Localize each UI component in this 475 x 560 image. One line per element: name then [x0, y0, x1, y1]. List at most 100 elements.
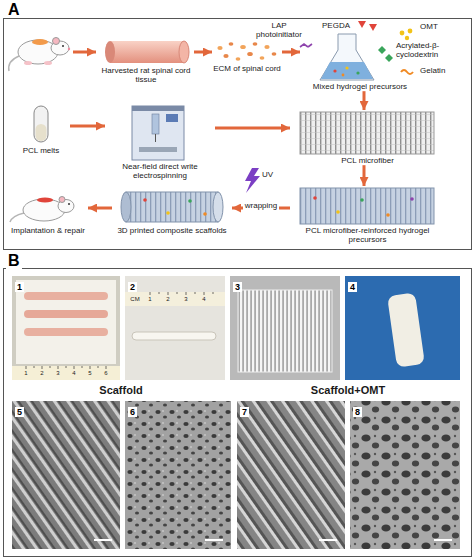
flow-arrow: [215, 127, 290, 130]
ruler-ticks: [26, 366, 106, 369]
label-holder: 1: [146, 296, 154, 303]
mix-particle: [356, 71, 359, 74]
scale-bar: [205, 539, 223, 541]
photo-frame: 3: [230, 276, 340, 380]
sem-image: [237, 401, 345, 549]
printed-mesh: [238, 290, 332, 372]
uv-bolt: [245, 168, 260, 193]
ruler-number: 3: [182, 296, 190, 303]
mix-particle: [345, 66, 348, 69]
panel-letter: A: [6, 2, 22, 18]
ecm-particle: [223, 54, 228, 58]
rat-nose: [68, 48, 70, 50]
label-holder: LAP photoinitiator: [248, 21, 310, 39]
photo-ground: [345, 276, 460, 380]
pegda-icon: [358, 21, 366, 28]
label-holder: Acrylated-β-cyclodextrin: [396, 41, 464, 59]
ecm-particle: [260, 56, 265, 60]
label-holder: Scaffold+OMT: [288, 384, 408, 397]
scaffold-sample: [132, 332, 216, 340]
edge-label: wrapping: [243, 201, 279, 211]
step-box: PCL microfiber: [290, 110, 445, 165]
reagent-label: PEGDA: [322, 21, 356, 30]
panel-number: 7: [240, 407, 249, 417]
ecm-particle: [217, 46, 222, 50]
rat-eye: [62, 45, 64, 47]
reagent-label: Gelatin: [420, 66, 456, 75]
spinal-cord-sample: [24, 292, 108, 300]
rat-ear: [53, 38, 60, 45]
label-holder: UV: [262, 170, 280, 179]
mix-particle: [333, 69, 336, 72]
photo-ground: [230, 276, 340, 380]
mix-particle: [203, 212, 207, 216]
step-caption: 3D printed composite scaffolds: [112, 226, 232, 235]
step-caption: Implantation & repair: [8, 226, 88, 235]
spinal-cord-sample: [24, 328, 108, 336]
ruler-number: CM: [127, 296, 143, 303]
spinal-site: [32, 39, 48, 45]
sem-image: [125, 401, 231, 549]
label-holder: Scaffold: [71, 384, 171, 397]
label-holder: 4: [70, 370, 78, 377]
ruler: [12, 366, 120, 380]
photo-ground: [12, 276, 120, 380]
photo-frame: 2: [125, 276, 225, 380]
flow-arrow: [282, 51, 300, 54]
mix-particle: [410, 197, 414, 201]
panel-number: 1: [15, 282, 24, 292]
sem-image: [12, 401, 120, 549]
ruler-number: 2: [38, 370, 46, 377]
label-holder: 1: [22, 370, 30, 377]
photo-frame: 5: [12, 401, 120, 549]
ruler-number: 3: [54, 370, 62, 377]
panel-number: 3: [233, 282, 242, 292]
panel-number: 4: [348, 282, 357, 292]
ruler: [125, 292, 225, 306]
ecm-particle: [272, 52, 277, 56]
label-holder: Gelatin: [420, 66, 456, 75]
label-holder: 5: [86, 370, 94, 377]
scaffold-end: [213, 192, 223, 222]
scale-bar: [434, 539, 452, 541]
ruler-number: 5: [86, 370, 94, 377]
flow-arrow: [88, 207, 112, 210]
needle: [155, 134, 156, 142]
step-caption: Near-field direct write electrospinning: [105, 162, 215, 180]
mix-particle: [336, 210, 340, 214]
step-box: Near-field direct write electrospinning: [105, 104, 215, 180]
ruler-number: 4: [70, 370, 78, 377]
flow-arrow: [194, 51, 212, 54]
ecm-particle: [240, 45, 246, 49]
flask: [320, 34, 374, 80]
step-box: PCL melts: [12, 104, 70, 155]
ecm-particle: [236, 57, 241, 61]
mix-particle: [386, 213, 390, 217]
tissue-end: [105, 41, 115, 63]
step-caption: ECM of spinal cord: [212, 64, 282, 73]
scale-bar: [94, 539, 112, 541]
photo-frame: 1: [12, 276, 120, 380]
label-holder: CM: [127, 296, 143, 303]
reagent-label: Acrylated-β-cyclodextrin: [396, 41, 464, 59]
step-caption: PCL melts: [12, 146, 70, 155]
label-holder: PEGDA: [322, 21, 356, 30]
control-screen: [166, 114, 178, 122]
spinal-cord-tissue: [110, 41, 184, 63]
photo-frame: 7: [237, 401, 345, 549]
ruler-number: 1: [22, 370, 30, 377]
label-holder: 3: [182, 296, 190, 303]
scaffold-end: [121, 192, 131, 222]
rat-ear: [59, 197, 65, 203]
panel-number: 5: [15, 407, 24, 417]
group-heading: Scaffold: [71, 384, 171, 397]
cyclodextrin-icon: [385, 54, 393, 62]
label-holder: 3: [54, 370, 62, 377]
implant-site: [37, 197, 53, 202]
rat-tail: [9, 56, 19, 71]
tissue-end: [179, 41, 189, 63]
mix-particle: [313, 196, 317, 200]
photo-frame: 4: [345, 276, 460, 380]
ruler-number: 6: [102, 370, 110, 377]
label-holder: 2: [164, 296, 172, 303]
